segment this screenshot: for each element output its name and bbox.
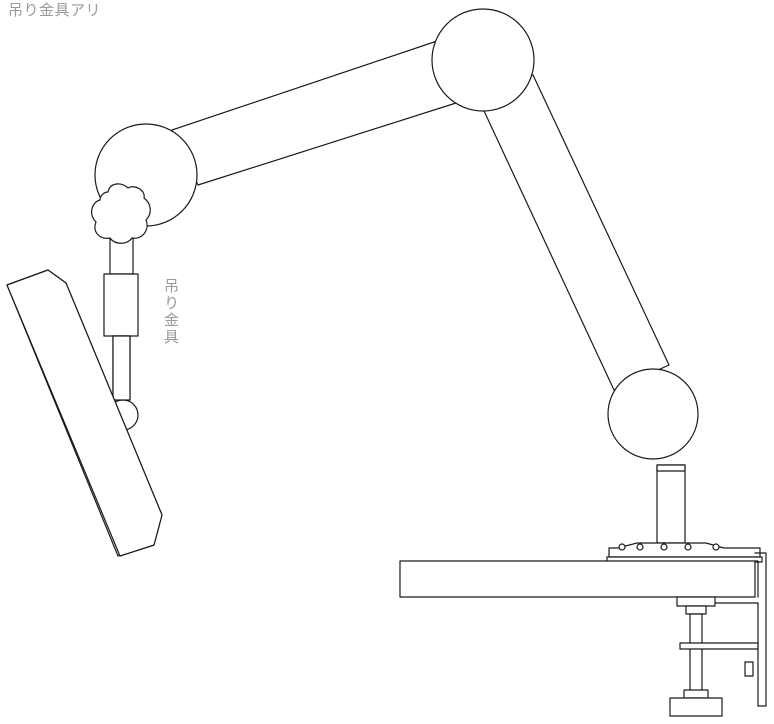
forearm: [477, 74, 670, 391]
hanger-rod: [103, 237, 139, 431]
star-knob: [91, 183, 151, 244]
diagram-title: 吊り金具アリ: [8, 1, 102, 19]
monitor-panel: [6, 269, 163, 557]
elbow-joint: [431, 8, 535, 112]
hanger-label: 吊り金具: [162, 278, 180, 346]
support-pole: [656, 464, 686, 544]
c-clamp: [669, 552, 767, 717]
mounting-plate: [606, 542, 763, 563]
desk-board: [399, 560, 756, 598]
base-joint: [607, 368, 699, 460]
